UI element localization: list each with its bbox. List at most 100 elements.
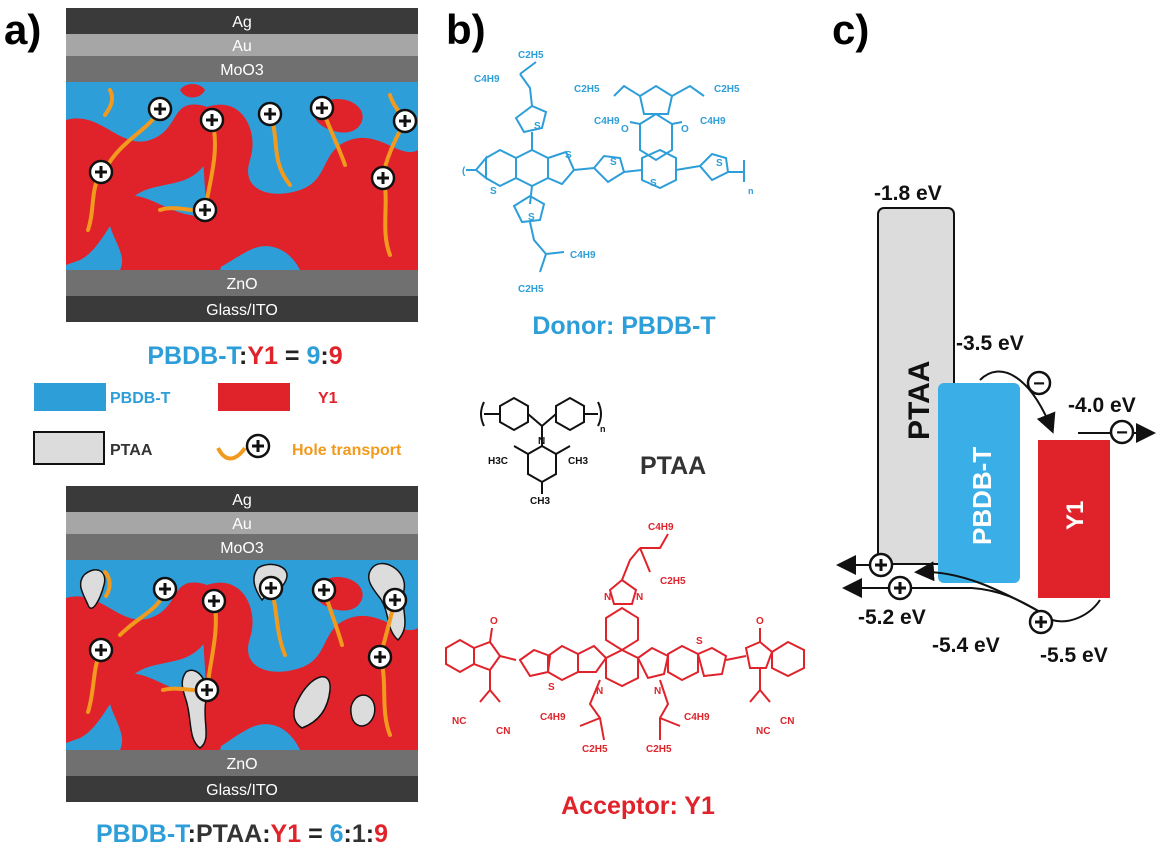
donor-bar-label: PBDB-T (967, 447, 997, 545)
layer-au-2-label: Au (232, 516, 252, 533)
ptaa-ch3-2: CH3 (530, 496, 550, 507)
acceptor-s-1: S (548, 682, 555, 693)
acceptor-bar (1038, 440, 1110, 598)
donor-c4h9-1: C4H9 (474, 74, 500, 85)
ptaa-structure (480, 396, 602, 494)
donor-c4h9-2: C4H9 (594, 116, 620, 127)
ratio2-acceptor: Y1 (271, 820, 302, 848)
ratio2-eq: = (301, 820, 330, 848)
ratio1-n2: 9 (329, 342, 343, 370)
legend-hole-line (216, 446, 247, 461)
acceptor-n-2: N (636, 592, 643, 603)
hole-icon-ptaa (868, 552, 894, 578)
electron-sign-1: − (1033, 373, 1045, 395)
acceptor-s-2: S (696, 636, 703, 647)
acceptor-bar-label: Y1 (1062, 501, 1089, 530)
layer-moo3-label: MoO3 (220, 62, 264, 79)
donor-c2h5-4: C2H5 (518, 284, 544, 295)
ptaa-bar-label: PTAA (903, 361, 936, 440)
ratio2-n3: 9 (374, 820, 388, 848)
layer-zno (66, 270, 418, 296)
layer-ag-2-label: Ag (232, 492, 252, 509)
ptaa-n-sub: n (600, 424, 606, 434)
donor-c2h5-2: C2H5 (574, 84, 600, 95)
electron-transfer-arrow (979, 370, 1056, 434)
acceptor-nc: NC (452, 716, 466, 727)
donor-lumo-label: -3.5 eV (956, 332, 1024, 355)
ptaa-h3c: H3C (488, 456, 508, 467)
acceptor-c2h5-1: C2H5 (660, 576, 686, 587)
acceptor-n-3: N (596, 686, 603, 697)
panel-a-label: a) (4, 6, 41, 53)
active-layer-top (66, 82, 418, 270)
legend-ptaa-label: PTAA (110, 442, 153, 459)
active-layer-bottom (66, 560, 418, 750)
top-device: Ag Au MoO3 (66, 8, 418, 322)
ratio2-n1: 6 (330, 820, 344, 848)
acceptor-structure (445, 533, 805, 741)
layer-ag-2 (66, 486, 418, 512)
donor-label: Donor: PBDB-T (532, 312, 715, 340)
acceptor-c4h9-3: C4H9 (684, 712, 710, 723)
donor-s-4: S (610, 157, 617, 168)
acceptor-n-1: N (604, 592, 611, 603)
legend-acceptor-swatch (218, 383, 290, 411)
ratio1-n1: 9 (306, 342, 320, 370)
hole-icon-donor (887, 575, 913, 601)
ratio2-donor: PBDB-T (96, 820, 190, 848)
panel-c-label: c) (832, 6, 869, 53)
legend-hole-label: Hole transport (292, 442, 402, 459)
layer-zno-2-label: ZnO (226, 756, 257, 773)
hole-icon (245, 433, 271, 459)
acceptor-n-4: N (654, 686, 661, 697)
donor-o-2: O (681, 124, 689, 135)
legend-ptaa-swatch (33, 431, 105, 465)
acceptor-atoms: C4H9 C2H5 N N O O S S N N C4H9 C4H9 C2H5… (452, 522, 794, 755)
donor-homo-label: -5.4 eV (932, 634, 1000, 657)
layer-au-label: Au (232, 38, 252, 55)
acceptor-lumo-label: -4.0 eV (1068, 394, 1136, 417)
legend-donor-swatch (34, 383, 106, 411)
ptaa-n: N (538, 436, 545, 447)
ratio2-sep2: : (262, 820, 270, 848)
donor-s-7: S (528, 212, 535, 223)
donor-c4h9-3: C4H9 (700, 116, 726, 127)
layer-ag (66, 8, 418, 34)
layer-moo3-2-label: MoO3 (220, 540, 264, 557)
donor-o-1: O (621, 124, 629, 135)
ptaa-atoms: N n H3C CH3 CH3 (488, 424, 606, 507)
ratio-ternary: PBDB-T:PTAA:Y1 = 6:1:9 (96, 820, 388, 848)
ratio2-ptaa: PTAA (196, 820, 262, 848)
donor-s-6: S (716, 158, 723, 169)
donor-s-2: S (490, 186, 497, 197)
layer-glass-ito-label: Glass/ITO (206, 302, 278, 319)
donor-structure (466, 61, 745, 273)
layer-au-2 (66, 512, 418, 534)
electron-sign-2: − (1116, 422, 1128, 444)
acceptor-cn-2: CN (780, 716, 794, 727)
acceptor-o-2: O (756, 616, 764, 627)
donor-atoms: ( n C4H9 C2H5 C2H5 C4H9 C2H5 C4H9 O O S … (462, 50, 754, 295)
ratio1-sep: : (239, 342, 247, 370)
acceptor-c4h9-1: C4H9 (648, 522, 674, 533)
acceptor-c4h9-2: C4H9 (540, 712, 566, 723)
electron-icon: − (1026, 370, 1052, 396)
ratio1-eq: = (278, 342, 307, 370)
donor-c2h5-1: C2H5 (518, 50, 544, 61)
layer-glass-ito-2-label: Glass/ITO (206, 782, 278, 799)
acceptor-cn-1: CN (496, 726, 510, 737)
donor-s-1: S (534, 121, 541, 132)
acceptor-nc-2: NC (756, 726, 770, 737)
donor-c2h5-3: C2H5 (714, 84, 740, 95)
acceptor-c2h5-3: C2H5 (646, 744, 672, 755)
donor-s-5: S (650, 178, 657, 189)
donor-s-3: S (565, 150, 572, 161)
ptaa-ch3-1: CH3 (568, 456, 588, 467)
ratio2-sep4: : (366, 820, 374, 848)
ratio1-acceptor: Y1 (247, 342, 278, 370)
layer-zno-2 (66, 750, 418, 776)
bottom-device: Ag Au MoO3 (66, 486, 418, 802)
ratio2-sep: : (188, 820, 196, 848)
ptaa-homo-label: -5.2 eV (858, 606, 926, 629)
